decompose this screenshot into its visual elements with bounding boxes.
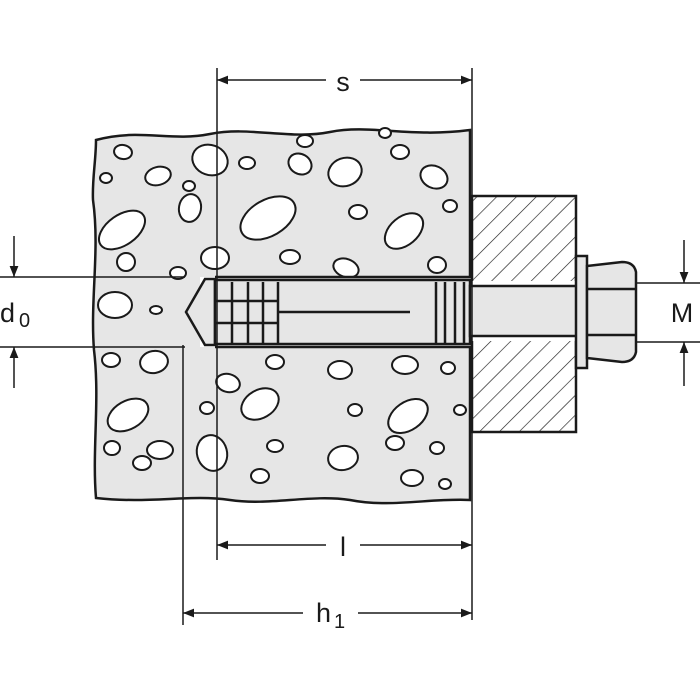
- aggregate-stone: [265, 354, 285, 370]
- aggregate-stone: [200, 246, 230, 270]
- aggregate-stone: [327, 360, 353, 380]
- aggregate-stone: [279, 249, 301, 265]
- aggregate-stone: [144, 165, 172, 187]
- aggregate-stone: [177, 193, 203, 223]
- aggregate-stone: [427, 256, 447, 274]
- label-M: M: [671, 298, 694, 328]
- label-h1-main: h: [316, 598, 331, 628]
- aggregate-stone: [419, 164, 449, 190]
- aggregate-stone: [387, 397, 429, 435]
- aggregate-stone: [266, 439, 284, 453]
- aggregate-stone: [106, 397, 150, 433]
- aggregate-stone: [296, 134, 314, 148]
- aggregate-stone: [327, 444, 359, 472]
- aggregate-stone: [132, 455, 152, 471]
- aggregate-stone: [182, 180, 196, 192]
- aggregate-stone: [113, 143, 133, 161]
- label-d0-sub: 0: [19, 310, 30, 332]
- aggregate-stone: [101, 352, 121, 368]
- aggregate-stone: [400, 469, 424, 487]
- aggregate-stone: [250, 468, 270, 484]
- label-l: l: [340, 532, 346, 562]
- label-h1-sub: 1: [334, 611, 345, 633]
- aggregate-stone: [438, 478, 452, 490]
- label-s: s: [336, 67, 350, 97]
- aggregate-stone: [440, 361, 456, 375]
- aggregate-stone: [390, 144, 410, 160]
- aggregate-stone: [98, 209, 146, 251]
- aggregate-stone: [149, 305, 163, 315]
- anchor-slots: [215, 282, 466, 343]
- extension-lines: [0, 68, 700, 625]
- aggregate-stone: [327, 156, 363, 188]
- aggregate-stone: [348, 204, 368, 220]
- aggregate-stone: [240, 387, 280, 421]
- aggregate-stone: [442, 199, 458, 213]
- aggregate-stone: [391, 355, 419, 375]
- aggregate-stone: [238, 156, 256, 170]
- bolt-shank: [468, 284, 582, 338]
- aggregate-stone: [103, 440, 121, 456]
- aggregate-stone: [199, 401, 215, 415]
- washer: [574, 254, 589, 370]
- aggregate-stone: [169, 266, 187, 280]
- aggregate-stone: [287, 152, 313, 176]
- aggregate-stone: [146, 440, 174, 460]
- aggregate-stone: [383, 212, 425, 250]
- aggregate-stone: [116, 252, 136, 272]
- aggregate-stone: [139, 349, 169, 375]
- aggregate-stone: [378, 127, 392, 139]
- aggregate-stone: [97, 291, 133, 319]
- aggregate-stone: [239, 195, 297, 241]
- aggregate-stone: [453, 404, 467, 416]
- aggregate-stone: [347, 403, 363, 417]
- aggregate-stone: [191, 143, 229, 177]
- aggregate-stone: [385, 435, 405, 451]
- label-d0-main: d: [0, 298, 15, 328]
- aggregate-stone: [429, 441, 445, 455]
- hex-nut: [585, 260, 638, 364]
- aggregate-stone: [99, 172, 113, 184]
